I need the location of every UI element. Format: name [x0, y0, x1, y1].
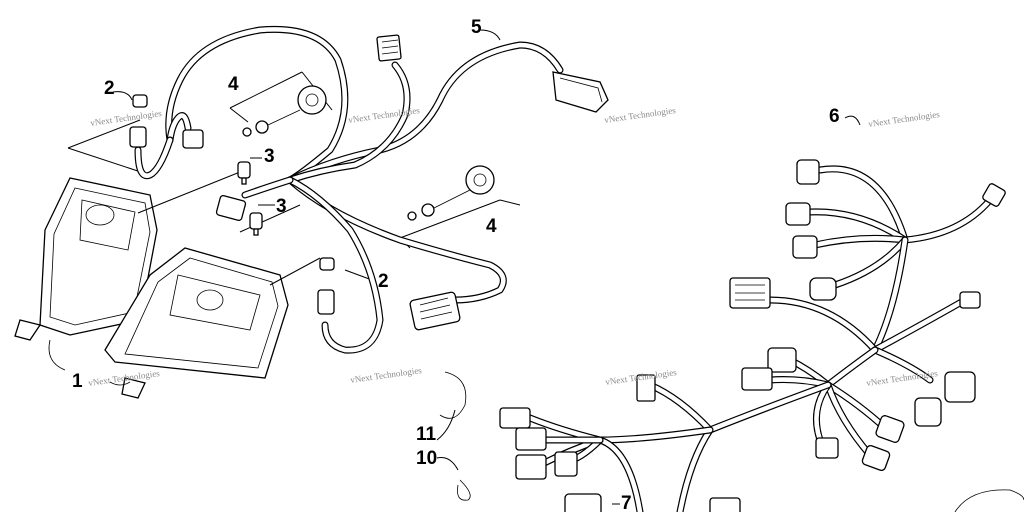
callout-11: 11 [416, 424, 437, 445]
headlight-right [48, 247, 289, 399]
callout-5: 5 [471, 17, 482, 38]
adjusters [242, 85, 495, 221]
callout-2-bottom: 2 [378, 271, 389, 292]
callout-6: 6 [829, 106, 840, 127]
callout-3-top: 3 [264, 146, 275, 167]
callout-2-top: 2 [104, 78, 115, 99]
callout-3-bottom: 3 [276, 196, 287, 217]
bulbs [237, 161, 263, 236]
clips [439, 371, 471, 501]
callout-7: 7 [621, 493, 632, 514]
headlight-left [14, 177, 158, 341]
callout-10: 10 [416, 448, 438, 469]
callout-4-bottom: 4 [486, 216, 497, 237]
leader-lines [67, 29, 861, 505]
main-harness-connectors [499, 159, 1024, 517]
harness-connectors [129, 34, 609, 331]
headlight-harness [134, 25, 564, 354]
main-harness [526, 165, 994, 516]
callout-1: 1 [72, 371, 83, 392]
callout-4-top: 4 [228, 74, 239, 95]
